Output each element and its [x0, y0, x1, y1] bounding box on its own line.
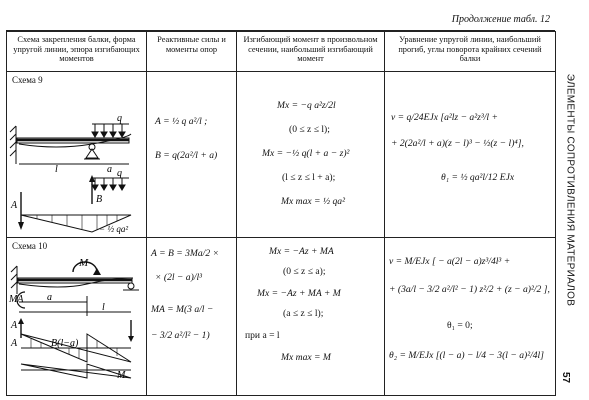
scheme10-reactions: A = B = 3Ma/2 × × (2l − a)/l³ MA = M(3 a… [146, 237, 237, 396]
scheme9-elastic: v = q/24EJx [a²lz − a²z³/l + + 2(2a²/l +… [384, 71, 556, 238]
load-q-bottom: q [117, 168, 122, 179]
reaction-B-formula: B = q(2a²/l + a) [155, 150, 218, 161]
moment-range-2: (a ≤ z ≤ l); [283, 308, 324, 319]
reaction-AB-formula-2: × (2l − a)/l³ [155, 272, 202, 283]
table-row: Схема 9 [6, 71, 556, 238]
beam-table: Схема закрепления балки, форма упругой л… [6, 31, 556, 396]
side-title: ЭЛЕМЕНТЫ СОПРОТИВЛЕНИЯ МАТЕРИАЛОВ [564, 73, 576, 307]
scheme10-figure: M a l MA A [8, 257, 139, 381]
scheme9-reactions: A = ½ q a²/l ; B = q(2a²/l + a) [146, 71, 237, 238]
header-scheme: Схема закрепления балки, форма упругой л… [6, 31, 147, 72]
header-row: Схема закрепления балки, форма упругой л… [6, 31, 556, 72]
scheme10-moments: Mx = −Az + MA (0 ≤ z ≤ a); Mx = −Az + MA… [236, 237, 385, 396]
scheme10-cell: Схема 10 [6, 237, 147, 396]
scheme9-cell: Схема 9 [6, 71, 147, 238]
moment-max: Mx max = M [281, 352, 331, 363]
load-q-top: q [117, 113, 122, 124]
label-B-l-a: B(l−a) [51, 338, 79, 349]
reaction-A-top: A [10, 320, 18, 331]
reaction-MA-formula-1: MA = M(3 a/l − [151, 304, 214, 315]
reaction-AB-formula-1: A = B = 3Ma/2 × [151, 248, 220, 259]
moment-formula-2: Mx = −Az + MA + M [257, 288, 341, 299]
dim-a: a [47, 292, 52, 303]
scheme9-moments: Mx = −q a²z/2l (0 ≤ z ≤ l); Mx = −½ q(l … [236, 71, 385, 238]
scheme9-label: Схема 9 [12, 75, 43, 85]
page-number: 57 [560, 371, 572, 384]
reaction-A-formula: A = ½ q a²/l ; [155, 116, 208, 127]
elastic-theta1: θ₁ = 0; [447, 320, 473, 331]
moment-MA: MA [8, 294, 24, 305]
header-elastic: Уравнение упругой линии, наибольший прог… [384, 31, 556, 72]
elastic-eq-2: + (3a/l − 3/2 a²/l² − 1) z²/2 + (z − a)²… [389, 284, 550, 295]
scheme9-figure: q q l a A B [9, 113, 132, 234]
dim-l: l [55, 164, 58, 175]
continuation-label: Продолжение табл. 12 [451, 14, 550, 25]
elastic-eq-1: v = M/EJx [ − a(2l − a)z³/4l³ + [389, 256, 511, 267]
scheme10-elastic: v = M/EJx [ − a(2l − a)z³/4l³ + + (3a/l … [384, 237, 556, 396]
dim-l: l [102, 302, 105, 313]
moment-label: − ½ qa² [99, 224, 128, 234]
fixed-support [9, 125, 17, 164]
reaction-A-bottom: A [10, 338, 18, 349]
moment-formula-1: Mx = −Az + MA [269, 246, 334, 257]
scheme10-label: Схема 10 [12, 241, 48, 251]
elastic-eq-2: + 2(2a²/l + a)(z − l)³ − ½(z − l)⁴], [391, 138, 524, 149]
reaction-MA-formula-2: − 3/2 a²/l² − 1) [151, 330, 210, 341]
dim-a: a [107, 164, 112, 175]
moment-condition: при a = l [245, 330, 280, 341]
label-M-bottom: M [116, 370, 126, 381]
moment-range-2: (l ≤ z ≤ l + a); [282, 172, 336, 183]
table-row: Схема 10 [6, 237, 556, 396]
reaction-A: A [10, 200, 18, 211]
moment-max: Mx max = ½ qa² [281, 196, 345, 207]
elastic-theta1: θ₁ = ½ qa²l/12 EJx [441, 172, 515, 183]
moment-formula-1: Mx = −q a²z/2l [277, 100, 336, 111]
moment-range-1: (0 ≤ z ≤ a); [283, 266, 326, 277]
elastic-eq-1: v = q/24EJx [a²lz − a²z³/l + [391, 112, 498, 123]
top-rule [6, 30, 555, 31]
header-moment: Изгибающий момент в произвольном сечении… [236, 31, 385, 72]
elastic-theta2: θ₂ = M/EJx [(l − a) − l/4 − 3(l − a)²/4l… [389, 350, 544, 361]
moment-range-1: (0 ≤ z ≤ l); [289, 124, 330, 135]
header-reactions: Реактивные силы и моменты опор [146, 31, 237, 72]
reaction-B: B [96, 194, 102, 205]
moment-M: M [78, 257, 89, 269]
moment-formula-2: Mx = −½ q(l + a − z)² [262, 148, 350, 159]
